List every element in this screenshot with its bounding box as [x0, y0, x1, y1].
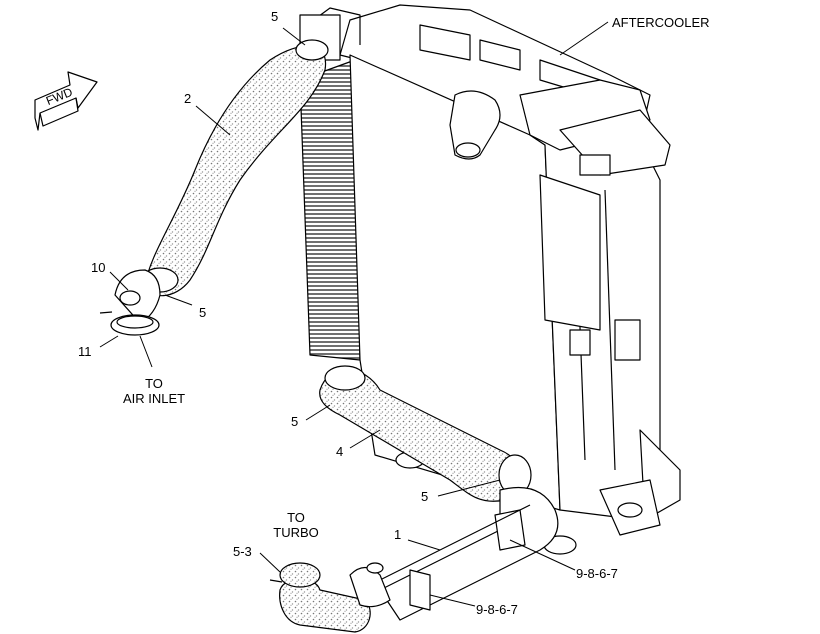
fwd-arrow-icon	[34, 71, 98, 131]
aftercooler-body	[299, 4, 681, 555]
label-to-air-inlet-2: AIR INLET	[122, 391, 186, 406]
tube-1	[379, 486, 559, 621]
callout-5-mid: 5	[291, 414, 299, 429]
hose-2	[141, 39, 329, 297]
callout-4: 4	[336, 444, 344, 459]
callout-11: 11	[78, 344, 92, 359]
air-inlet-elbow	[99, 269, 161, 336]
aftercooler-core-fins	[299, 59, 361, 361]
callout-5-left: 5	[199, 305, 207, 320]
callout-2: 2	[184, 91, 192, 106]
label-to-air-inlet-1: TO	[145, 376, 163, 391]
callout-10: 10	[91, 260, 106, 275]
callout-5-top: 5	[271, 9, 279, 24]
label-aftercooler: AFTERCOOLER	[612, 15, 710, 30]
callout-1: 1	[394, 527, 402, 542]
callout-5-low: 5	[421, 489, 429, 504]
leader-lines	[99, 21, 609, 607]
hose-4	[319, 365, 532, 502]
hose-5-3	[269, 562, 391, 633]
callout-9-8-6-7-lower: 9-8-6-7	[476, 602, 518, 617]
label-to-turbo-1: TO	[287, 510, 305, 525]
callout-5-3: 5-3	[233, 544, 252, 559]
callout-9-8-6-7-upper: 9-8-6-7	[576, 566, 618, 581]
label-to-turbo-2: TURBO	[273, 525, 319, 540]
